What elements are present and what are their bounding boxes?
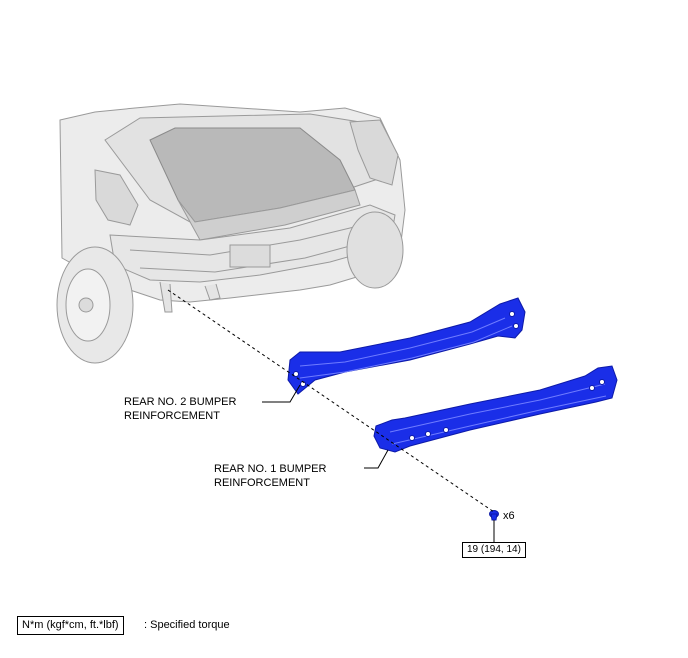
label-rear-no1-line1: REAR NO. 1 BUMPER <box>214 463 327 475</box>
rear-no2-bumper-reinforcement <box>287 297 526 395</box>
bolt <box>489 510 499 521</box>
legend-unit-box: N*m (kgf*cm, ft.*lbf) <box>17 616 124 635</box>
label-rear-no1-line2: REINFORCEMENT <box>214 477 310 489</box>
label-rear-no2-line1: REAR NO. 2 BUMPER <box>124 396 237 408</box>
leader-line-no2 <box>262 384 301 403</box>
rear-no1-bumper-reinforcement <box>373 365 618 453</box>
legend-description: : Specified torque <box>144 619 230 631</box>
label-rear-no2-line2: REINFORCEMENT <box>124 410 220 422</box>
bolt-quantity: x6 <box>503 510 515 522</box>
vehicle-rear-illustration <box>56 103 406 364</box>
leader-line-no1 <box>364 449 389 469</box>
torque-value-box: 19 (194, 14) <box>462 542 526 558</box>
